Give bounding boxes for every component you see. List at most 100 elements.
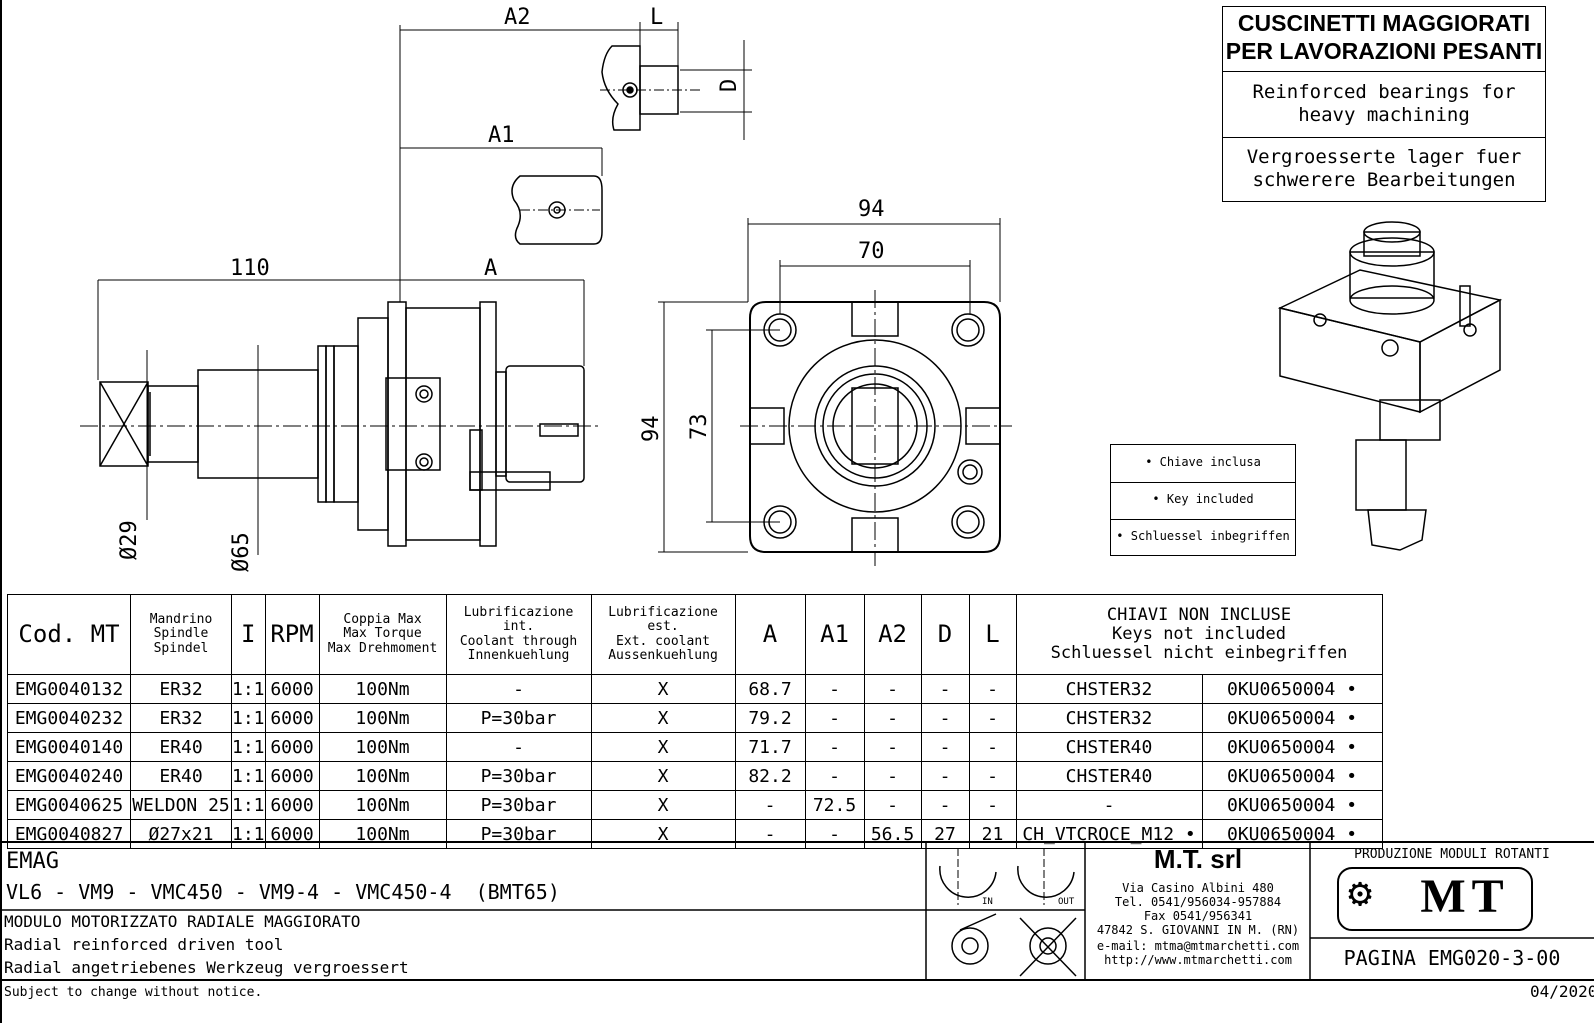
- cell-spindle: ER32: [130, 703, 232, 733]
- cell-key1: CHSTER32: [1015, 674, 1203, 704]
- cell-d: -: [920, 761, 970, 791]
- cell-a2: -: [863, 674, 922, 704]
- dim-110: 110: [230, 256, 270, 281]
- col-header-l: L: [968, 594, 1017, 675]
- cell-a1: -: [804, 703, 865, 733]
- cell-a: 68.7: [734, 674, 806, 704]
- cell-ratio: 1:1: [231, 674, 266, 704]
- cell-rpm: 6000: [264, 819, 320, 849]
- cell-d: -: [920, 674, 970, 704]
- col-header-d: D: [920, 594, 970, 675]
- key-note-de: • Schluessel inbegriffen: [1116, 529, 1290, 543]
- cell-l: -: [968, 674, 1017, 704]
- company-fax: Fax 0541/956341: [1143, 909, 1253, 923]
- cell-a1: -: [804, 732, 865, 762]
- cell-a: 82.2: [734, 761, 806, 791]
- description-de: Radial angetriebenes Werkzeug vergroesse…: [4, 958, 409, 977]
- cell-ratio: 1:1: [231, 732, 266, 762]
- machine-brand: EMAG: [6, 849, 59, 874]
- cell-lub-int: P=30bar: [445, 790, 592, 820]
- cell-a1: -: [804, 761, 865, 791]
- dim-73: 73: [687, 413, 712, 441]
- cell-ratio: 1:1: [231, 761, 266, 791]
- cell-l: 21: [968, 819, 1017, 849]
- cell-code: EMG0040827: [7, 819, 131, 849]
- cell-lub-ext: X: [590, 703, 736, 733]
- front-view: [658, 218, 1012, 566]
- change-notice: Subject to change without notice.: [4, 985, 263, 1000]
- key-note-box: • Chiave inclusa • Key included • Schlue…: [1110, 444, 1296, 556]
- company-address: Via Casino Albini 480: [1122, 881, 1274, 895]
- col-header-cod: Cod. MT: [7, 594, 131, 675]
- dim-l: L: [650, 5, 664, 30]
- title-it-line2: PER LAVORAZIONI PESANTI: [1225, 38, 1543, 64]
- cell-key1: -: [1015, 790, 1203, 820]
- cell-l: -: [968, 732, 1017, 762]
- dim-diameter-65: Ø65: [229, 532, 254, 572]
- cell-key2: 0KU0650004 •: [1201, 790, 1383, 820]
- cell-lub-int: -: [445, 674, 592, 704]
- cell-spindle: ER32: [130, 674, 232, 704]
- company-name: M.T. srl: [1153, 844, 1243, 874]
- cell-spindle: ER40: [130, 761, 232, 791]
- side-view: [80, 25, 600, 555]
- dim-a2: A2: [504, 5, 531, 30]
- col-header-a2: A2: [863, 594, 922, 675]
- cell-a1: 72.5: [804, 790, 865, 820]
- cell-torque: 100Nm: [318, 674, 447, 704]
- cell-lub-int: P=30bar: [445, 819, 592, 849]
- page-number: PAGINA EMG020-3-00: [1343, 946, 1561, 970]
- cell-a: -: [734, 819, 806, 849]
- key-note-it: • Chiave inclusa: [1145, 455, 1261, 469]
- cell-lub-ext: X: [590, 819, 736, 849]
- description-it: MODULO MOTORIZZATO RADIALE MAGGIORATO: [4, 912, 361, 931]
- cell-a2: 56.5: [863, 819, 922, 849]
- cell-a: -: [734, 790, 806, 820]
- cell-d: -: [920, 732, 970, 762]
- cell-code: EMG0040625: [7, 790, 131, 820]
- description-en: Radial reinforced driven tool: [4, 935, 284, 954]
- title-it-line1: CUSCINETTI MAGGIORATI: [1237, 10, 1531, 36]
- cell-l: -: [968, 790, 1017, 820]
- rotation-in-label: IN: [982, 897, 993, 907]
- cell-key1: CHSTER40: [1015, 732, 1203, 762]
- dim-diameter-29: Ø29: [117, 520, 142, 560]
- title-box: CUSCINETTI MAGGIORATI PER LAVORAZIONI PE…: [1222, 6, 1546, 202]
- cell-key1: CHSTER40: [1015, 761, 1203, 791]
- cell-rpm: 6000: [264, 703, 320, 733]
- cell-key1: CH_VTCROCE_M12 •: [1015, 819, 1203, 849]
- cell-a: 71.7: [734, 732, 806, 762]
- production-label: PRODUZIONE MODULI ROTANTI: [1354, 847, 1550, 862]
- dim-d: D: [717, 78, 742, 92]
- cell-spindle: WELDON 25: [130, 790, 232, 820]
- cell-d: -: [920, 703, 970, 733]
- key-note-en: • Key included: [1152, 492, 1254, 506]
- col-header-a1: A1: [804, 594, 865, 675]
- cell-a1: -: [804, 674, 865, 704]
- cell-code: EMG0040140: [7, 732, 131, 762]
- company-city: 47842 S. GIOVANNI IN M. (RN): [1096, 923, 1300, 937]
- title-de-line1: Vergroesserte lager fuer: [1246, 146, 1522, 168]
- revision-date: 04/2020: [1530, 982, 1594, 1001]
- cell-torque: 100Nm: [318, 790, 447, 820]
- cell-lub-int: P=30bar: [445, 703, 592, 733]
- cell-lub-ext: X: [590, 761, 736, 791]
- cell-d: -: [920, 790, 970, 820]
- cell-rpm: 6000: [264, 790, 320, 820]
- dim-94-top: 94: [858, 197, 885, 222]
- cell-a2: -: [863, 761, 922, 791]
- mt-logo: MT: [1420, 870, 1510, 923]
- machine-list: VL6 - VM9 - VMC450 - VM9-4 - VMC450-4 (B…: [6, 880, 560, 904]
- cell-key2: 0KU0650004 •: [1201, 819, 1383, 849]
- cell-key2: 0KU0650004 •: [1201, 732, 1383, 762]
